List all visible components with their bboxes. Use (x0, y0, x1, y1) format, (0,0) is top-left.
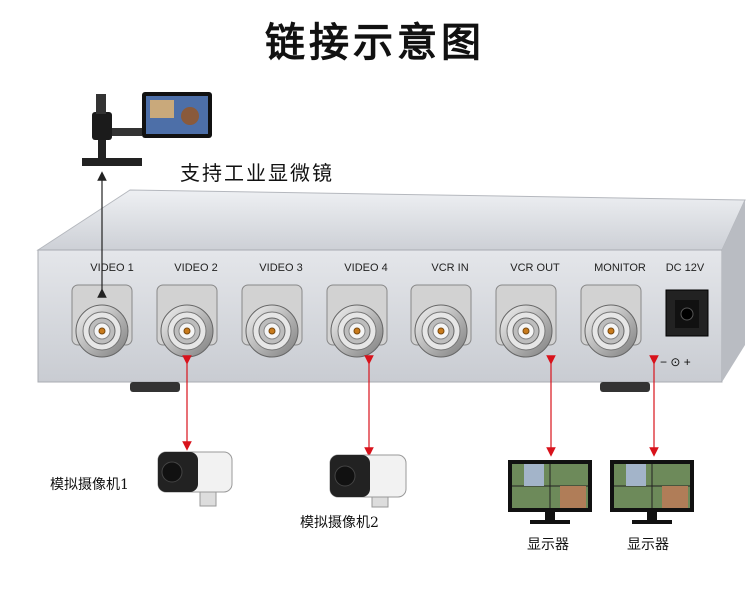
port-label-dc12v: DC 12V (665, 262, 705, 274)
camera1-label: 模拟摄像机1 (50, 477, 129, 493)
port-label-monitor: MONITOR (594, 262, 646, 274)
camera2-label: 模拟摄像机2 (300, 515, 379, 531)
monitor1-illustration (508, 460, 592, 524)
bnc-connector-video4 (326, 284, 388, 358)
bnc-connector-vcr-in (410, 284, 472, 358)
port-label-video4: VIDEO 4 (344, 262, 388, 274)
camera1-illustration (157, 451, 233, 507)
microscope-label: 支持工业显微镜 (180, 161, 334, 185)
bnc-connector-monitor (580, 284, 642, 358)
monitor2-label: 显示器 (627, 537, 669, 553)
rubber-foot (130, 382, 180, 392)
monitor1-label: 显示器 (527, 537, 569, 553)
page-title: 链接示意图 (265, 20, 485, 66)
av-switch-box (36, 189, 746, 392)
microscope-illustration (82, 92, 212, 166)
dc-power-jack (665, 289, 709, 337)
bnc-connector-video1 (71, 284, 133, 358)
port-label-video3: VIDEO 3 (259, 262, 303, 274)
bnc-connector-vcr-out (495, 284, 557, 358)
bnc-connector-video2 (156, 284, 218, 358)
connection-arrows (97, 171, 659, 457)
power-polarity-label: − ⊙ + (660, 355, 691, 369)
monitor2-illustration (610, 460, 694, 524)
rubber-foot (600, 382, 650, 392)
bnc-connector-video3 (241, 284, 303, 358)
port-label-video1: VIDEO 1 (90, 262, 134, 274)
port-label-vcr-out: VCR OUT (510, 262, 560, 274)
port-label-video2: VIDEO 2 (174, 262, 218, 274)
camera2-illustration (329, 454, 407, 508)
port-label-vcr-in: VCR IN (431, 262, 469, 274)
